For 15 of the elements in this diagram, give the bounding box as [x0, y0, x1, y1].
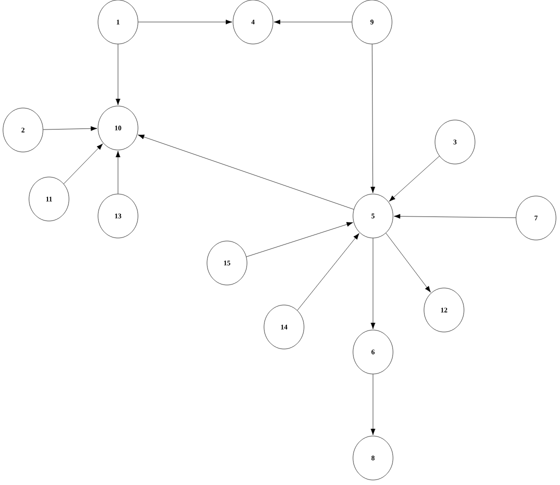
arrow [116, 44, 120, 106]
arrow [297, 233, 360, 311]
arrow [64, 144, 103, 184]
arrow [246, 222, 353, 257]
arrow [116, 150, 120, 194]
arrow [370, 238, 376, 330]
arrow [370, 374, 376, 436]
arrow [394, 214, 516, 219]
arrow [43, 126, 98, 131]
arrow [386, 232, 431, 292]
arrow [138, 134, 354, 210]
arrow [138, 20, 232, 24]
arrow [389, 156, 440, 202]
arrow [274, 20, 352, 24]
arrow [370, 44, 376, 194]
